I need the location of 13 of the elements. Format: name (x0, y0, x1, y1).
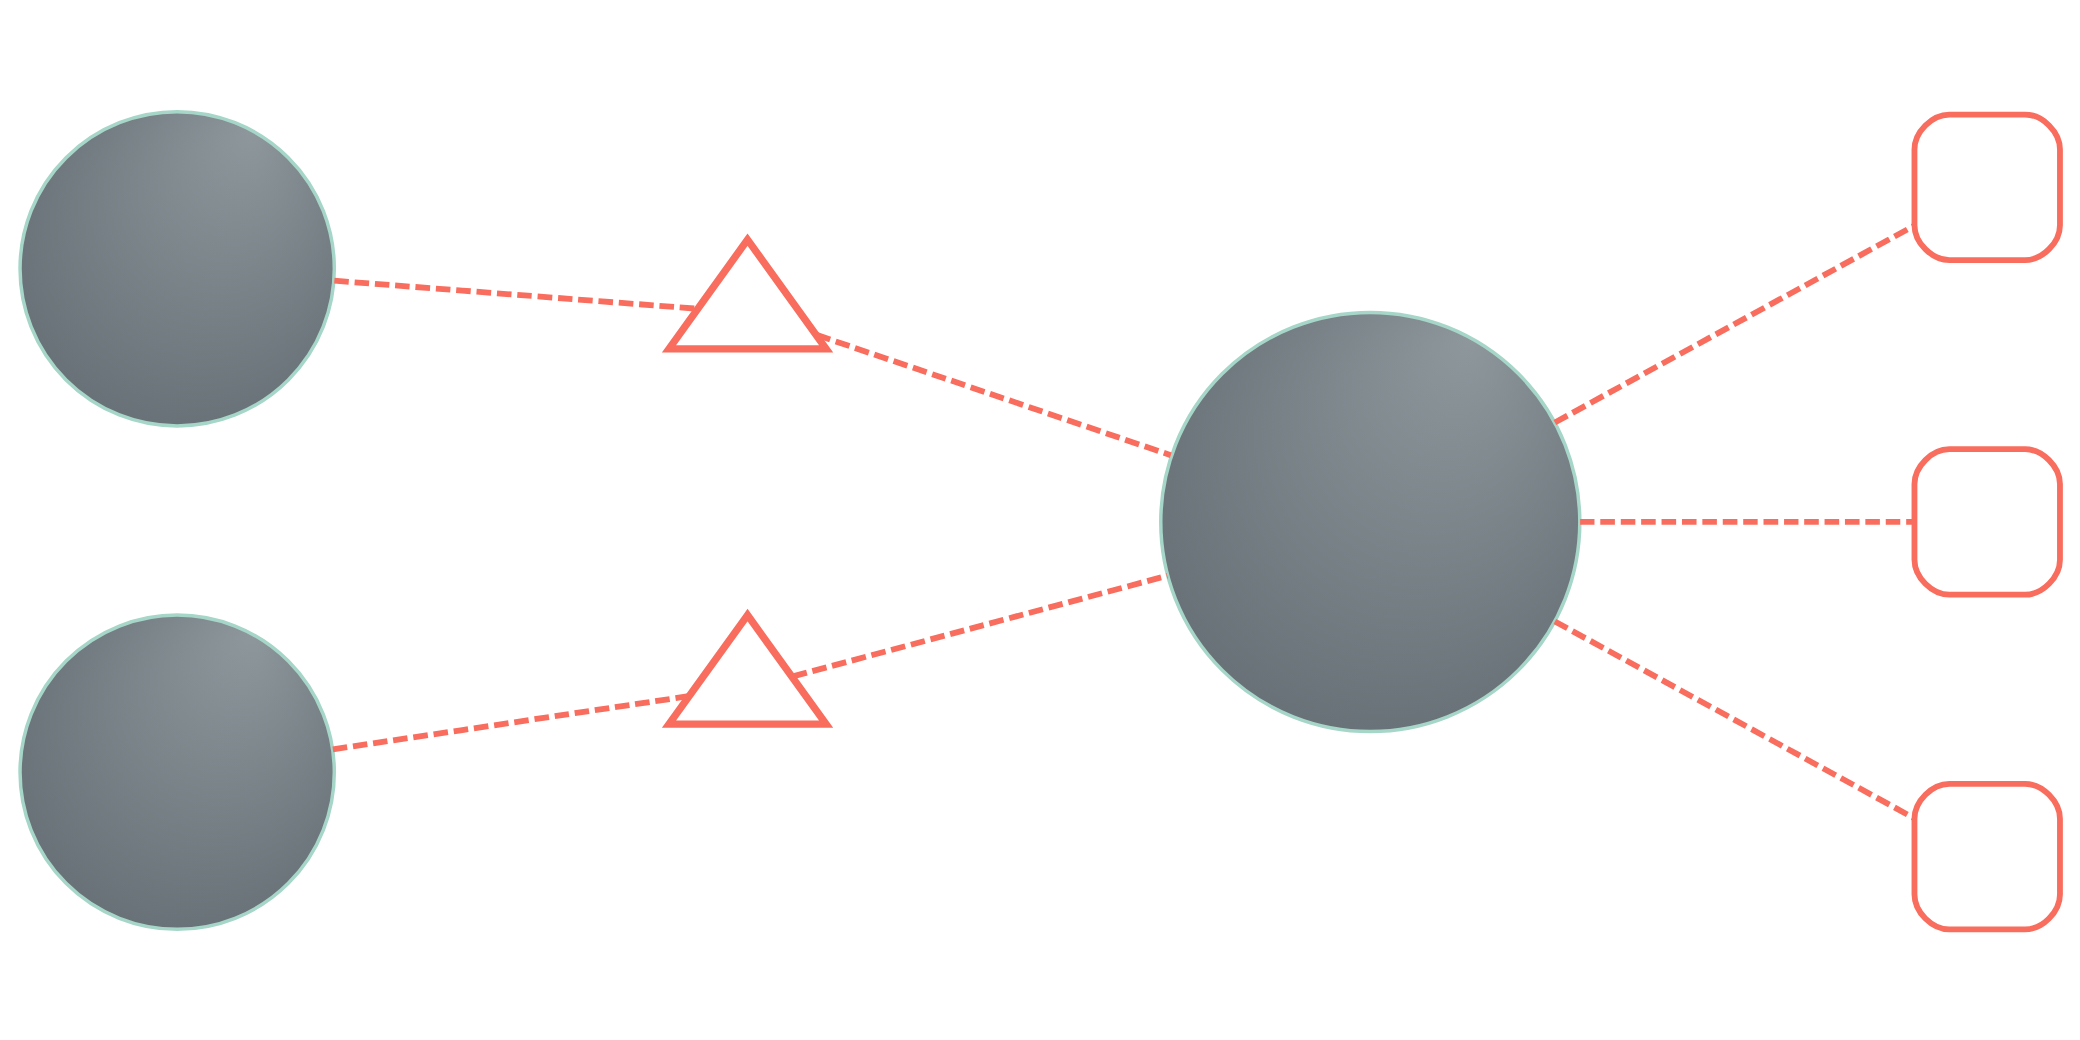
node-circle (18, 109, 337, 428)
connector (334, 277, 697, 312)
node-circle (1159, 310, 1582, 733)
node-triangle (661, 608, 834, 728)
connector (815, 331, 1172, 458)
connector (1580, 518, 1915, 525)
node-circle (18, 612, 337, 931)
connector (792, 572, 1169, 679)
connector (332, 692, 689, 752)
node-box (1911, 445, 2063, 598)
node-box (1911, 111, 2063, 263)
node-triangle (661, 232, 834, 352)
node-box (1911, 780, 2063, 932)
